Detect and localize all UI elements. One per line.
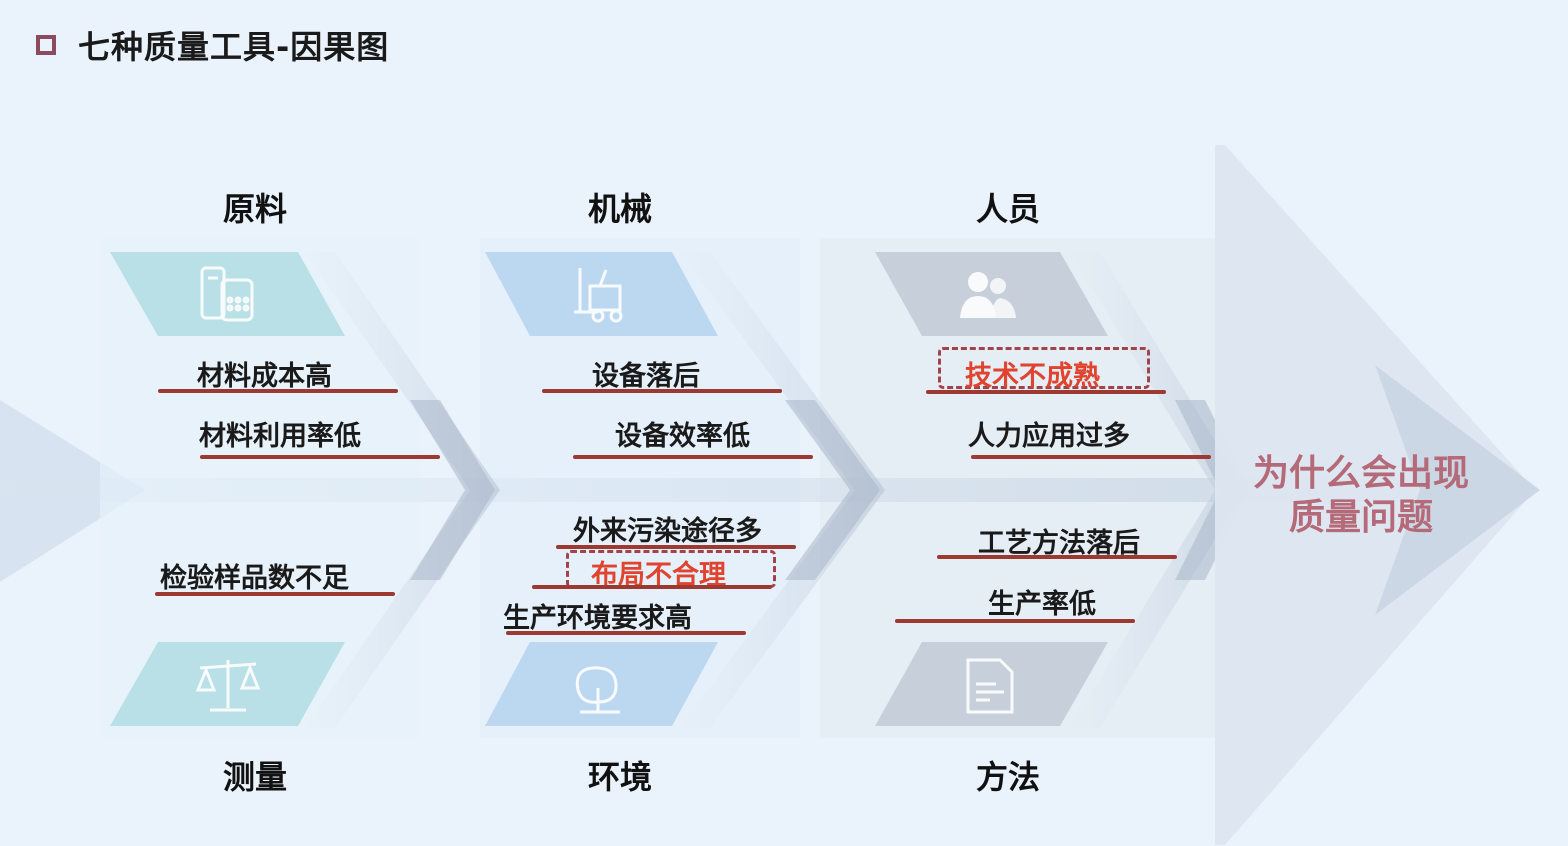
tile-materials (110, 252, 345, 336)
cause-immature-technology: 技术不成熟 (965, 361, 1100, 392)
cause-underline (155, 592, 395, 596)
cause-underline (573, 455, 813, 459)
cause-sample-shortage: 检验样品数不足 (160, 563, 349, 594)
cause-low-productivity: 生产率低 (988, 589, 1096, 620)
category-method: 方法 (975, 758, 1040, 796)
cause-external-pollution: 外来污染途径多 (573, 516, 762, 547)
forklift-icon (574, 268, 623, 323)
cause-underline (937, 555, 1177, 559)
chevron-inner-2 (785, 400, 880, 580)
material-bags-icon (200, 266, 254, 322)
tile-people (875, 252, 1108, 336)
head-arrow (1215, 145, 1535, 845)
cause-high-env-requirements: 生产环境要求高 (503, 603, 692, 634)
category-environment: 环境 (587, 758, 652, 796)
cause-material-utilization: 材料利用率低 (199, 421, 361, 452)
cause-outdated-process: 工艺方法落后 (978, 528, 1140, 559)
cause-underline (971, 455, 1211, 459)
slide-title: 七种质量工具-因果图 (36, 22, 389, 68)
head-arrow-inner (1375, 365, 1540, 615)
document-icon (966, 658, 1014, 714)
chevron-inner-1 (410, 400, 495, 580)
spine (0, 478, 1450, 502)
effect-label: 为什么会出现 质量问题 (1232, 452, 1490, 540)
people-icon (960, 272, 1016, 318)
cause-underline (542, 389, 782, 393)
effect-line-2: 质量问题 (1288, 497, 1433, 538)
cause-underline (158, 389, 398, 393)
cause-underline (532, 585, 772, 589)
cause-underline (926, 390, 1166, 394)
chevron-people (1070, 252, 1245, 728)
category-people: 人员 (975, 190, 1040, 228)
category-materials: 原料 (222, 190, 287, 228)
category-machines: 机械 (587, 190, 652, 228)
cause-material-cost: 材料成本高 (197, 361, 332, 392)
title-text: 七种质量工具-因果图 (78, 28, 390, 66)
effect-line-1: 为什么会出现 (1252, 453, 1469, 494)
tile-environment (485, 642, 718, 726)
cause-underline (556, 545, 796, 549)
cause-underline (200, 455, 440, 459)
cause-outdated-equipment: 设备落后 (592, 361, 700, 392)
cause-underline (506, 631, 746, 635)
cause-underline (895, 619, 1135, 623)
title-square-icon (36, 35, 56, 55)
cause-excess-manpower: 人力应用过多 (968, 421, 1130, 452)
tile-machines (485, 252, 718, 336)
category-measurement: 测量 (222, 758, 287, 796)
highlight-box-technology (938, 347, 1150, 389)
tree-icon (575, 666, 620, 714)
cause-low-equipment-efficiency: 设备效率低 (615, 421, 750, 452)
scale-icon (195, 660, 261, 712)
